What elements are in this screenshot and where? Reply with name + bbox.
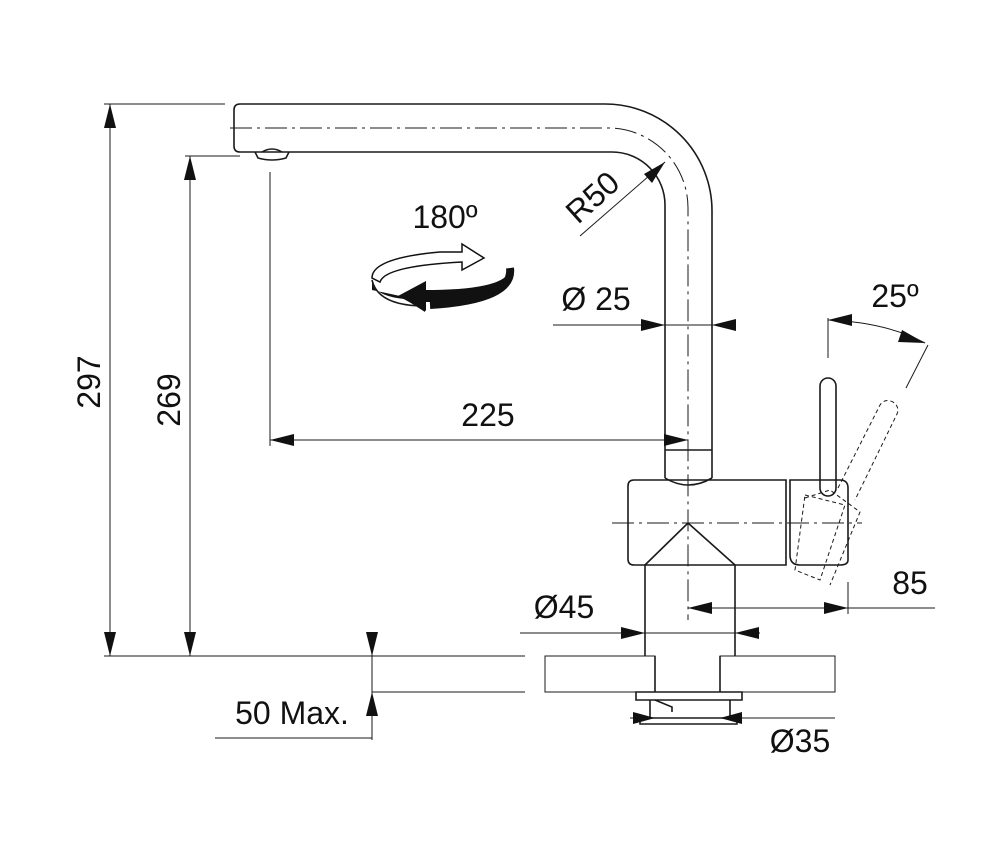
rotation-180: 180º xyxy=(371,199,515,312)
label-d45: Ø45 xyxy=(534,589,594,625)
dim-297: 297 xyxy=(71,103,525,657)
label-50max: 50 Max. xyxy=(235,695,349,731)
countertop xyxy=(544,655,836,725)
lever-handle xyxy=(789,377,899,586)
label-85: 85 xyxy=(892,565,928,601)
aerator-outlet xyxy=(254,148,290,161)
label-225: 225 xyxy=(461,397,514,433)
dim-d35: Ø35 xyxy=(630,712,835,759)
label-d35: Ø35 xyxy=(770,723,830,759)
label-269: 269 xyxy=(151,373,187,426)
dim-d45: Ø45 xyxy=(520,589,760,639)
dim-85: 85 xyxy=(688,565,935,614)
dim-25deg: 25º xyxy=(827,278,929,389)
dim-225: 225 xyxy=(269,172,688,446)
dim-r50: R50 xyxy=(559,161,666,237)
faucet-body xyxy=(612,479,862,656)
label-297: 297 xyxy=(71,355,107,408)
dim-50max: 50 Max. xyxy=(215,632,525,740)
label-d25: Ø 25 xyxy=(561,281,630,317)
dim-d25: Ø 25 xyxy=(553,281,736,331)
dim-269: 269 xyxy=(151,155,240,656)
label-25deg: 25º xyxy=(871,278,919,314)
spout xyxy=(230,103,713,620)
label-r50: R50 xyxy=(559,164,627,230)
rotate-arrow-icon xyxy=(371,242,515,312)
label-180: 180º xyxy=(412,199,477,235)
